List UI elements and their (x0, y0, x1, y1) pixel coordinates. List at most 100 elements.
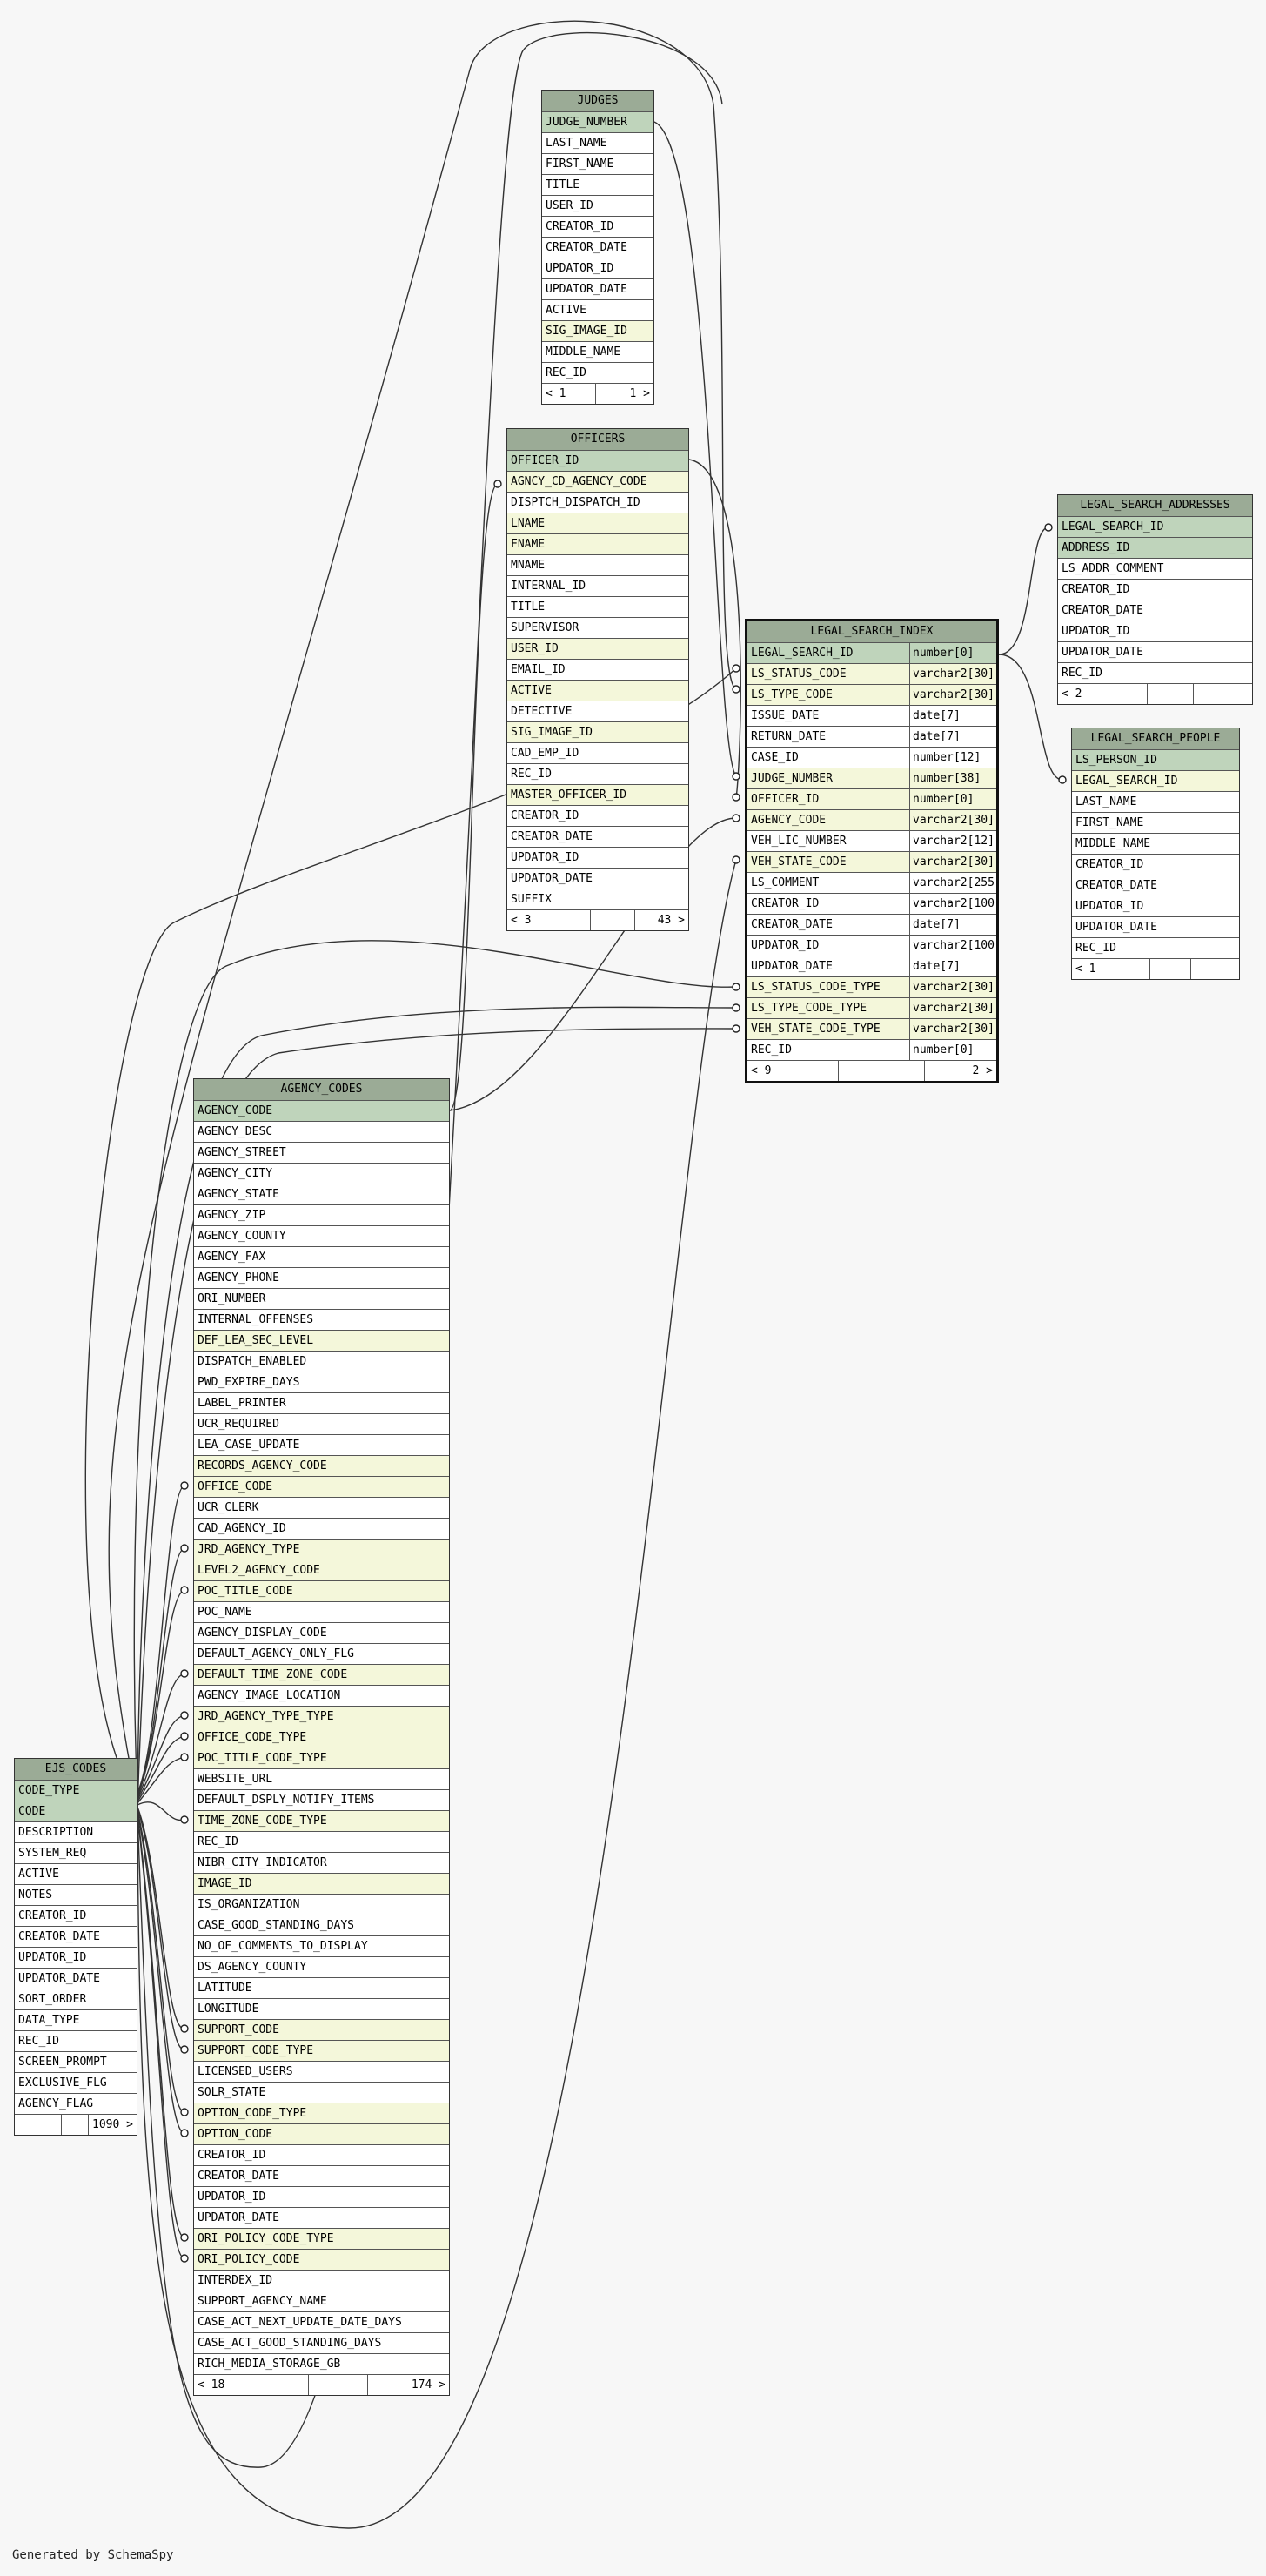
column-row-office-code-type[interactable]: OFFICE_CODE_TYPE (194, 1727, 449, 1748)
column-row-poc-name[interactable]: POC_NAME (194, 1601, 449, 1622)
column-row-pwd-expire-days[interactable]: PWD_EXPIRE_DAYS (194, 1372, 449, 1392)
column-row-creator-date[interactable]: CREATOR_DATE (1058, 600, 1252, 621)
column-row-agency-zip[interactable]: AGENCY_ZIP (194, 1204, 449, 1225)
column-row-creator-id[interactable]: CREATOR_ID (1058, 579, 1252, 600)
column-row-def-lea-sec-level[interactable]: DEF_LEA_SEC_LEVEL (194, 1330, 449, 1351)
column-row-last-name[interactable]: LAST_NAME (1072, 791, 1239, 812)
column-row-updator-date[interactable]: UPDATOR_DATE (194, 2207, 449, 2228)
column-row-agency-state[interactable]: AGENCY_STATE (194, 1184, 449, 1204)
column-row-updator-id[interactable]: UPDATOR_ID (507, 847, 688, 868)
column-row-lname[interactable]: LNAME (507, 513, 688, 533)
column-row-creator-id[interactable]: CREATOR_ID (194, 2144, 449, 2165)
column-row-label-printer[interactable]: LABEL_PRINTER (194, 1392, 449, 1413)
column-row-longitude[interactable]: LONGITUDE (194, 1998, 449, 2019)
column-row-ls-addr-comment[interactable]: LS_ADDR_COMMENT (1058, 558, 1252, 579)
column-row-updator-date[interactable]: UPDATOR_DATE (15, 1968, 137, 1989)
column-row-latitude[interactable]: LATITUDE (194, 1977, 449, 1998)
column-row-website-url[interactable]: WEBSITE_URL (194, 1768, 449, 1789)
column-row-default-agency-only-flg[interactable]: DEFAULT_AGENCY_ONLY_FLG (194, 1643, 449, 1664)
column-row-poc-title-code[interactable]: POC_TITLE_CODE (194, 1580, 449, 1601)
column-row-agency-image-location[interactable]: AGENCY_IMAGE_LOCATION (194, 1685, 449, 1706)
column-row-lea-case-update[interactable]: LEA_CASE_UPDATE (194, 1434, 449, 1455)
column-row-ucr-required[interactable]: UCR_REQUIRED (194, 1413, 449, 1434)
column-row-sig-image-id[interactable]: SIG_IMAGE_ID (542, 320, 653, 341)
column-row-active[interactable]: ACTIVE (542, 299, 653, 320)
column-row-creator-id[interactable]: CREATOR_ID (15, 1905, 137, 1926)
column-row-supervisor[interactable]: SUPERVISOR (507, 617, 688, 638)
column-row-default-dsply-notify-items[interactable]: DEFAULT_DSPLY_NOTIFY_ITEMS (194, 1789, 449, 1810)
column-row-ori-number[interactable]: ORI_NUMBER (194, 1288, 449, 1309)
column-row-disptch-dispatch-id[interactable]: DISPTCH_DISPATCH_ID (507, 492, 688, 513)
column-row-user-id[interactable]: USER_ID (542, 195, 653, 216)
column-row-jrd-agency-type-type[interactable]: JRD_AGENCY_TYPE_TYPE (194, 1706, 449, 1727)
column-row-office-code[interactable]: OFFICE_CODE (194, 1476, 449, 1497)
column-row-agncy-cd-agency-code[interactable]: AGNCY_CD_AGENCY_CODE (507, 471, 688, 492)
column-row-judge-number[interactable]: JUDGE_NUMBER (542, 111, 653, 132)
column-row-default-time-zone-code[interactable]: DEFAULT_TIME_ZONE_CODE (194, 1664, 449, 1685)
column-row-agency-county[interactable]: AGENCY_COUNTY (194, 1225, 449, 1246)
column-row-legal-search-id[interactable]: LEGAL_SEARCH_ID (1072, 770, 1239, 791)
column-row-agency-fax[interactable]: AGENCY_FAX (194, 1246, 449, 1267)
column-row-rec-id[interactable]: REC_ID (542, 362, 653, 383)
column-row-active[interactable]: ACTIVE (507, 680, 688, 701)
column-row-cad-emp-id[interactable]: CAD_EMP_ID (507, 742, 688, 763)
column-row-sort-order[interactable]: SORT_ORDER (15, 1989, 137, 2009)
column-row-master-officer-id[interactable]: MASTER_OFFICER_ID (507, 784, 688, 805)
column-row-cad-agency-id[interactable]: CAD_AGENCY_ID (194, 1518, 449, 1539)
column-row-rec-id[interactable]: REC_ID (1058, 662, 1252, 683)
column-row-rec-id[interactable]: REC_ID (15, 2030, 137, 2051)
column-row-poc-title-code-type[interactable]: POC_TITLE_CODE_TYPE (194, 1748, 449, 1768)
column-row-first-name[interactable]: FIRST_NAME (542, 153, 653, 174)
column-row-image-id[interactable]: IMAGE_ID (194, 1873, 449, 1894)
column-row-updator-id[interactable]: UPDATOR_ID (1058, 621, 1252, 641)
column-row-updator-id[interactable]: UPDATOR_ID (15, 1947, 137, 1968)
column-row-ds-agency-county[interactable]: DS_AGENCY_COUNTY (194, 1956, 449, 1977)
column-row-screen-prompt[interactable]: SCREEN_PROMPT (15, 2051, 137, 2072)
column-row-updator-date[interactable]: UPDATOR_DATE (542, 278, 653, 299)
column-row-user-id[interactable]: USER_ID (507, 638, 688, 659)
column-row-rich-media-storage-gb[interactable]: RICH_MEDIA_STORAGE_GB (194, 2353, 449, 2374)
column-row-legal-search-id[interactable]: LEGAL_SEARCH_ID (1058, 516, 1252, 537)
column-row-agency-phone[interactable]: AGENCY_PHONE (194, 1267, 449, 1288)
column-row-case-act-good-standing-days[interactable]: CASE_ACT_GOOD_STANDING_DAYS (194, 2332, 449, 2353)
column-row-option-code-type[interactable]: OPTION_CODE_TYPE (194, 2103, 449, 2123)
column-row-agency-desc[interactable]: AGENCY_DESC (194, 1121, 449, 1142)
column-row-option-code[interactable]: OPTION_CODE (194, 2123, 449, 2144)
column-row-officer-id[interactable]: OFFICER_ID (507, 450, 688, 471)
column-row-ls-person-id[interactable]: LS_PERSON_ID (1072, 749, 1239, 770)
column-row-agency-city[interactable]: AGENCY_CITY (194, 1163, 449, 1184)
column-row-support-agency-name[interactable]: SUPPORT_AGENCY_NAME (194, 2291, 449, 2311)
column-row-email-id[interactable]: EMAIL_ID (507, 659, 688, 680)
column-row-last-name[interactable]: LAST_NAME (542, 132, 653, 153)
column-row-rec-id[interactable]: REC_ID (194, 1831, 449, 1852)
column-row-rec-id[interactable]: REC_ID (507, 763, 688, 784)
column-row-updator-date[interactable]: UPDATOR_DATE (1072, 916, 1239, 937)
column-row-title[interactable]: TITLE (542, 174, 653, 195)
column-row-address-id[interactable]: ADDRESS_ID (1058, 537, 1252, 558)
column-row-support-code-type[interactable]: SUPPORT_CODE_TYPE (194, 2040, 449, 2061)
column-row-support-code[interactable]: SUPPORT_CODE (194, 2019, 449, 2040)
column-row-ori-policy-code-type[interactable]: ORI_POLICY_CODE_TYPE (194, 2228, 449, 2249)
column-row-updator-date[interactable]: UPDATOR_DATE (1058, 641, 1252, 662)
column-row-internal-id[interactable]: INTERNAL_ID (507, 575, 688, 596)
column-row-interdex-id[interactable]: INTERDEX_ID (194, 2270, 449, 2291)
column-row-creator-id[interactable]: CREATOR_ID (1072, 854, 1239, 875)
column-row-system-req[interactable]: SYSTEM_REQ (15, 1842, 137, 1863)
column-row-creator-date[interactable]: CREATOR_DATE (1072, 875, 1239, 896)
column-row-suffix[interactable]: SUFFIX (507, 889, 688, 909)
